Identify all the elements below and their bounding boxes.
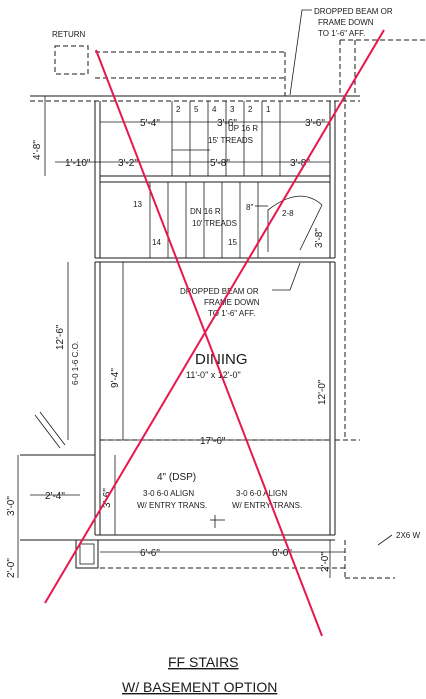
dim-1-10: 1'-10": [65, 158, 91, 169]
dim-3-6-b: 3'-6": [305, 118, 325, 129]
svg-text:DN 16 R: DN 16 R: [190, 207, 221, 216]
svg-text:TO 1'-6" AFF.: TO 1'-6" AFF.: [318, 29, 365, 38]
dim-17-6: 17'-6": [200, 436, 226, 447]
svg-text:2-8: 2-8: [282, 209, 294, 218]
svg-text:FRAME DOWN: FRAME DOWN: [204, 298, 260, 307]
svg-text:UP 16 R: UP 16 R: [228, 124, 258, 133]
stair-walls: [94, 101, 336, 263]
dim-3-8-a: 3'-8": [290, 158, 310, 169]
svg-text:W/ ENTRY TRANS.: W/ ENTRY TRANS.: [137, 501, 207, 510]
dim-3-8-b: 3'-8": [314, 228, 325, 248]
svg-text:4: 4: [212, 105, 217, 114]
svg-text:DROPPED BEAM OR: DROPPED BEAM OR: [180, 287, 259, 296]
dim-3-0: 3'-0": [6, 496, 17, 516]
dropped-beam-note-top: DROPPED BEAM OR FRAME DOWN TO 1'-6" AFF.: [289, 7, 393, 96]
dim-12-0: 12'-0": [317, 379, 328, 405]
door-swing: 2-8 8": [246, 195, 323, 252]
svg-text:15' TREADS: 15' TREADS: [208, 136, 253, 145]
stair-down-note: DN 16 R 10' TREADS: [190, 207, 237, 228]
svg-text:1: 1: [266, 105, 271, 114]
svg-text:3-0 6-0 ALIGN: 3-0 6-0 ALIGN: [143, 489, 194, 498]
wall-note: 2X6 W: [377, 531, 420, 546]
upper-stair-treads: 2 5 4 3 2 1: [171, 101, 281, 176]
dimension-lines: 5'-4" 3'-6" 3'-6" 4'-8" 1'-10" 3'-2" 5'-…: [6, 96, 345, 578]
svg-text:10' TREADS: 10' TREADS: [192, 219, 237, 228]
stair-up-note: UP 16 R 15' TREADS: [172, 124, 258, 151]
dim-2-0-a: 2'-0": [6, 558, 17, 578]
room-size: 11'-0" x 12'-0": [186, 370, 241, 380]
dim-5-4: 5'-4": [140, 118, 160, 129]
dim-2-0-b: 2'-0": [320, 552, 331, 572]
svg-text:5: 5: [194, 105, 199, 114]
svg-text:15: 15: [228, 238, 237, 247]
dim-3-6-a: 3'-6": [217, 118, 237, 129]
dim-3-2: 3'-2": [118, 158, 138, 169]
svg-text:DROPPED BEAM OR: DROPPED BEAM OR: [314, 7, 393, 16]
dim-2-4: 2'-4": [45, 491, 65, 502]
svg-text:2X6 W: 2X6 W: [396, 531, 420, 540]
lower-stair-treads: 13 14 15: [133, 182, 259, 258]
dim-6-6: 6'-6": [140, 548, 160, 559]
opening-notes: 4" (DSP) 3-0 6-0 ALIGN W/ ENTRY TRANS. 3…: [137, 472, 302, 528]
return-box: [54, 45, 89, 75]
return-label: RETURN: [52, 30, 86, 39]
title-line-1: FF STAIRS: [168, 654, 239, 670]
left-exterior: [20, 411, 395, 579]
svg-text:14: 14: [152, 238, 161, 247]
dim-4-8: 4'-8": [32, 140, 43, 160]
room-name: DINING: [195, 351, 248, 368]
svg-text:3: 3: [230, 105, 235, 114]
svg-text:8": 8": [246, 203, 253, 212]
upper-outline: [30, 39, 426, 102]
dim-9-4: 9'-4": [110, 368, 121, 388]
dropped-beam-note-mid: DROPPED BEAM OR FRAME DOWN TO 1'-6" AFF.: [180, 262, 301, 318]
dim-12-6: 12'-6": [55, 324, 66, 350]
svg-text:W/ ENTRY TRANS.: W/ ENTRY TRANS.: [232, 501, 302, 510]
title-line-2: W/ BASEMENT OPTION: [122, 679, 277, 695]
dim-6-0: 6'-0": [272, 548, 292, 559]
svg-text:FRAME DOWN: FRAME DOWN: [318, 18, 374, 27]
svg-text:2: 2: [248, 105, 253, 114]
svg-text:2: 2: [176, 105, 181, 114]
co-note: 6-0 1-6 C.O.: [71, 341, 80, 385]
svg-text:13: 13: [133, 200, 142, 209]
cross-out-mark: [44, 29, 385, 637]
svg-text:4" (DSP): 4" (DSP): [157, 472, 196, 483]
svg-text:3-0 6-0 ALIGN: 3-0 6-0 ALIGN: [236, 489, 287, 498]
svg-text:TO 1'-6" AFF.: TO 1'-6" AFF.: [208, 309, 255, 318]
dim-5-8: 5'-8": [210, 158, 230, 169]
